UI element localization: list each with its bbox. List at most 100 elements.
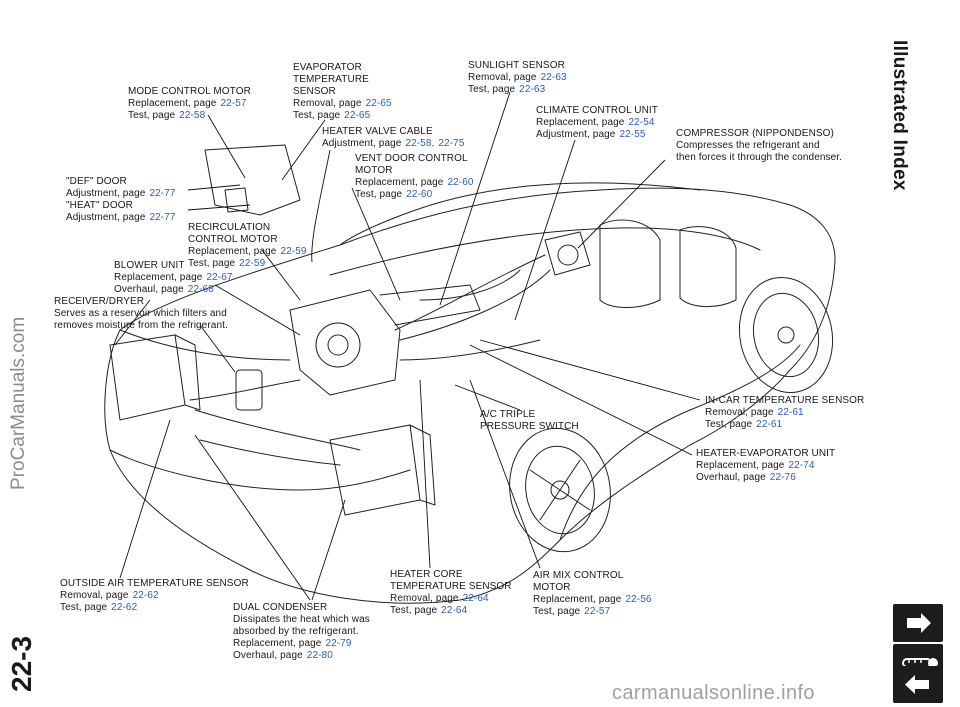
page-link[interactable]: 22-76 — [769, 472, 796, 483]
callout-compressor: COMPRESSOR (NIPPONDENSO) Compresses the … — [676, 128, 842, 164]
callout-receiver-dryer: RECEIVER/DRYER Serves as a reservoir whi… — [54, 296, 228, 332]
callout-title: MOTOR — [533, 582, 571, 593]
page-link[interactable]: 22-62 — [111, 602, 138, 613]
page-link[interactable]: 22-77 — [149, 212, 176, 223]
ref-label: Test, page — [390, 605, 438, 616]
callout-description: Dissipates the heat which was — [233, 614, 370, 625]
callout-title: CONTROL MOTOR — [188, 234, 278, 245]
callout-heater-evaporator-unit: HEATER-EVAPORATOR UNIT Replacement, page… — [696, 448, 835, 484]
callout-title: CLIMATE CONTROL UNIT — [536, 105, 659, 116]
ref-label: Adjustment, page — [322, 138, 402, 149]
ref-label: Replacement, page — [114, 272, 203, 283]
ref-label: Test, page — [468, 84, 516, 95]
page-link[interactable]: 22-59 — [280, 246, 307, 257]
ref-label: Removal, page — [468, 72, 537, 83]
section-title: Illustrated Index — [889, 40, 910, 191]
page-link[interactable]: 22-54 — [628, 117, 655, 128]
ref-label: Overhaul, page — [696, 472, 766, 483]
page-link[interactable]: 22-64 — [441, 605, 468, 616]
page-link[interactable]: 22-59 — [239, 258, 266, 269]
page-link[interactable]: 22-65 — [365, 98, 392, 109]
page-link[interactable]: 22-80 — [306, 650, 333, 661]
callout-outside-air-temperature-sensor: OUTSIDE AIR TEMPERATURE SENSOR Removal, … — [60, 578, 249, 614]
page-link[interactable]: 22-56 — [625, 594, 652, 605]
page-link[interactable]: 22-64 — [462, 593, 489, 604]
callout-title: BLOWER UNIT — [114, 260, 185, 271]
callout-description: Compresses the refrigerant and — [676, 140, 820, 151]
callout-title: EVAPORATOR — [293, 62, 362, 73]
page-link[interactable]: 22-55 — [619, 129, 646, 140]
page-link[interactable]: 22-77 — [149, 188, 176, 199]
callout-evaporator-temperature-sensor: EVAPORATOR TEMPERATURE SENSOR Removal, p… — [293, 62, 392, 122]
callout-title: AIR MIX CONTROL — [533, 570, 624, 581]
callout-title: COMPRESSOR (NIPPONDENSO) — [676, 128, 834, 139]
ref-label: Adjustment, page — [536, 129, 616, 140]
ref-label: Removal, page — [705, 407, 774, 418]
callout-title: SUNLIGHT SENSOR — [468, 60, 565, 71]
page-link[interactable]: 22-58, — [405, 138, 435, 149]
callout-description: then forces it through the condenser. — [676, 152, 843, 163]
callout-title: HEATER CORE — [390, 569, 463, 580]
page-link[interactable]: 22-57 — [584, 606, 611, 617]
ref-label: Replacement, page — [233, 638, 322, 649]
callout-ac-triple-pressure-switch: A/C TRIPLE PRESSURE SWITCH — [480, 409, 579, 433]
page-number: 22-3 — [6, 635, 37, 692]
arrow-left-icon — [905, 675, 929, 694]
callout-title: RECEIVER/DRYER — [54, 296, 145, 307]
callout-vent-door-control-motor: VENT DOOR CONTROL MOTOR Replacement, pag… — [355, 153, 474, 201]
page-link[interactable]: 22-74 — [788, 460, 815, 471]
page-link[interactable]: 22-61 — [777, 407, 804, 418]
prev-page-button[interactable] — [893, 666, 943, 703]
ref-label: Replacement, page — [355, 177, 444, 188]
ref-label: Adjustment, page — [66, 212, 146, 223]
arrow-right-icon — [907, 613, 931, 633]
page-link[interactable]: 22-62 — [132, 590, 159, 601]
callout-heater-core-temperature-sensor: HEATER CORE TEMPERATURE SENSOR Removal, … — [390, 569, 512, 617]
ref-label: Test, page — [188, 258, 236, 269]
next-page-button[interactable] — [893, 604, 943, 642]
ref-label: Replacement, page — [536, 117, 625, 128]
page-link[interactable]: 22-68 — [187, 284, 214, 295]
page-link[interactable]: 22-75 — [438, 138, 465, 149]
ref-label: Overhaul, page — [114, 284, 184, 295]
page-link[interactable]: 22-65 — [344, 110, 371, 121]
callout-description: removes moisture from the refrigerant. — [54, 320, 228, 331]
callout-description: Serves as a reservoir which filters and — [54, 308, 227, 319]
page-link[interactable]: 22-79 — [325, 638, 352, 649]
callout-title: DUAL CONDENSER — [233, 602, 328, 613]
ref-label: Test, page — [533, 606, 581, 617]
page-link[interactable]: 22-61 — [756, 419, 783, 430]
ref-label: Replacement, page — [188, 246, 277, 257]
page-link[interactable]: 22-58 — [179, 110, 206, 121]
page-link[interactable]: 22-57 — [220, 98, 247, 109]
page-link[interactable]: 22-63 — [519, 84, 546, 95]
callout-title: A/C TRIPLE — [480, 409, 536, 420]
callout-description: absorbed by the refrigerant. — [233, 626, 359, 637]
page-link[interactable]: 22-63 — [540, 72, 567, 83]
callout-title: VENT DOOR CONTROL — [355, 153, 468, 164]
page-link[interactable]: 22-67 — [206, 272, 233, 283]
callout-title: SENSOR — [293, 86, 336, 97]
ref-label: Replacement, page — [696, 460, 785, 471]
page-link[interactable]: 22-60 — [406, 189, 433, 200]
callout-title: TEMPERATURE — [293, 74, 369, 85]
ref-label: Test, page — [355, 189, 403, 200]
callout-recirculation-control-motor: RECIRCULATION CONTROL MOTOR Replacement,… — [188, 222, 307, 270]
page-link[interactable]: 22-60 — [447, 177, 474, 188]
ref-label: Test, page — [705, 419, 753, 430]
watermark-bottom: carmanualsonline.info — [612, 682, 815, 704]
watermark-left: ProCarManuals.com — [8, 316, 29, 490]
ref-label: Removal, page — [60, 590, 129, 601]
ref-label: Replacement, page — [128, 98, 217, 109]
ref-label: Removal, page — [293, 98, 362, 109]
ref-label: Adjustment, page — [66, 188, 146, 199]
callout-title: MOTOR — [355, 165, 393, 176]
callout-title: "DEF" DOOR — [66, 176, 127, 187]
